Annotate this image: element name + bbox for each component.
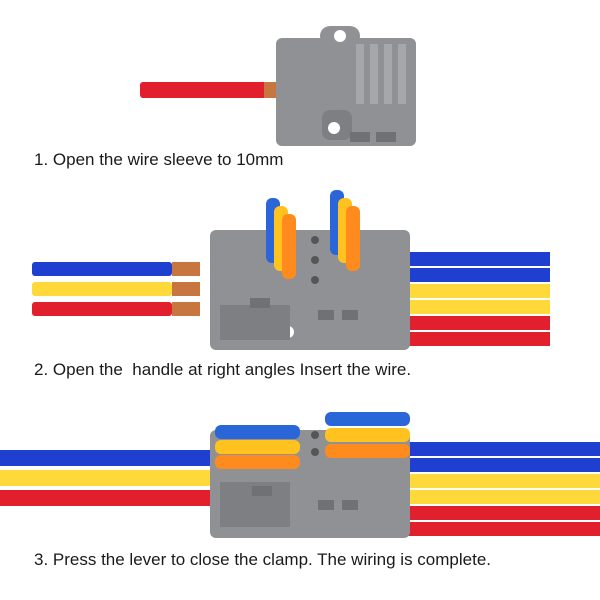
step-2-illustration xyxy=(32,190,550,350)
connector-housing xyxy=(210,230,410,350)
output-wires xyxy=(400,252,550,346)
step-1-panel: 1. Open the wire sleeve to 10mm xyxy=(0,0,600,180)
step-2-caption: 2. Open the handle at right angles Inser… xyxy=(34,360,412,379)
connector-housing xyxy=(276,26,416,146)
step-1-illustration xyxy=(140,26,416,146)
input-wires xyxy=(32,262,200,316)
closed-levers xyxy=(215,412,410,469)
step-3-illustration xyxy=(0,412,600,538)
step-1-caption: 1. Open the wire sleeve to 10mm xyxy=(34,150,284,169)
inserted-wires-left xyxy=(0,450,230,506)
step-2-panel: 2. Open the handle at right angles Inser… xyxy=(0,180,600,385)
red-wire xyxy=(140,82,275,98)
step-3-panel: 3. Press the lever to close the clamp. T… xyxy=(0,390,600,600)
step-3-caption: 3. Press the lever to close the clamp. T… xyxy=(34,550,491,569)
open-levers xyxy=(266,190,360,279)
inserted-wires-right xyxy=(390,442,600,536)
